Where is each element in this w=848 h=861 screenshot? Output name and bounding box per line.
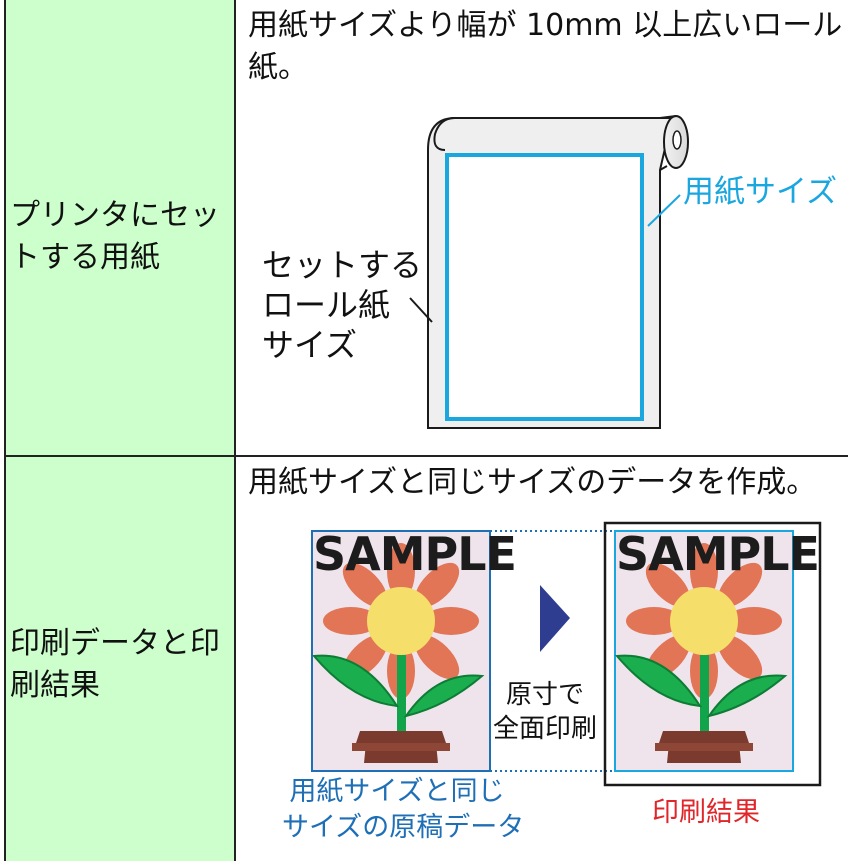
row1-description: 用紙サイズより幅が 10mm 以上広いロール 紙。: [248, 5, 842, 89]
flower-icon: [312, 543, 485, 763]
row1-label-line1: プリンタにセッ: [10, 198, 220, 233]
source-artwork: [311, 530, 491, 772]
result-paper-frame: [603, 521, 822, 787]
arrow-label: 原寸で 全面印刷: [493, 678, 597, 746]
result-caption: 印刷結果: [652, 797, 760, 828]
arrow-icon: [540, 585, 570, 652]
source-sample-text: SAMPLE: [313, 527, 517, 581]
row2-label-line1: 印刷データと印: [10, 626, 220, 661]
row2-label: 印刷データと印 刷結果: [10, 623, 220, 707]
row2-description: 用紙サイズと同じサイズのデータを作成。: [248, 462, 816, 504]
row2-label-line2: 刷結果: [10, 668, 100, 703]
row1-label-cell: プリンタにセッ トする用紙: [6, 0, 234, 455]
source-caption-line1: 用紙サイズと同じ: [289, 776, 505, 807]
paper-size-label: 用紙サイズ: [683, 174, 838, 210]
roll-size-label-line1: セットする: [262, 246, 423, 284]
arrow-label-line1: 原寸で: [506, 680, 585, 710]
result-sample-text: SAMPLE: [616, 527, 820, 581]
row1-description-line2: 紙。: [248, 50, 308, 85]
row1-label: プリンタにセッ トする用紙: [10, 195, 220, 279]
row1-description-line1: 用紙サイズより幅が 10mm 以上広いロール: [248, 8, 843, 43]
roll-curl: [433, 117, 456, 151]
paper-size-outline: [445, 153, 644, 421]
result-artwork: [614, 530, 794, 772]
roll-size-label-line3: サイズ: [262, 326, 358, 364]
row2-description-line1: 用紙サイズと同じサイズのデータを作成。: [248, 465, 817, 500]
roll-size-label-line2: ロール紙: [262, 286, 391, 324]
row2-label-cell: 印刷データと印 刷結果: [6, 457, 234, 861]
arrow-label-line2: 全面印刷: [493, 714, 598, 744]
source-caption: 用紙サイズと同じ サイズの原稿データ: [282, 774, 525, 846]
roll-size-label: セットする ロール紙 サイズ: [262, 245, 422, 365]
flower-icon: [615, 543, 788, 763]
source-caption-line2: サイズの原稿データ: [282, 812, 525, 843]
row1-label-line2: トする用紙: [10, 240, 160, 275]
